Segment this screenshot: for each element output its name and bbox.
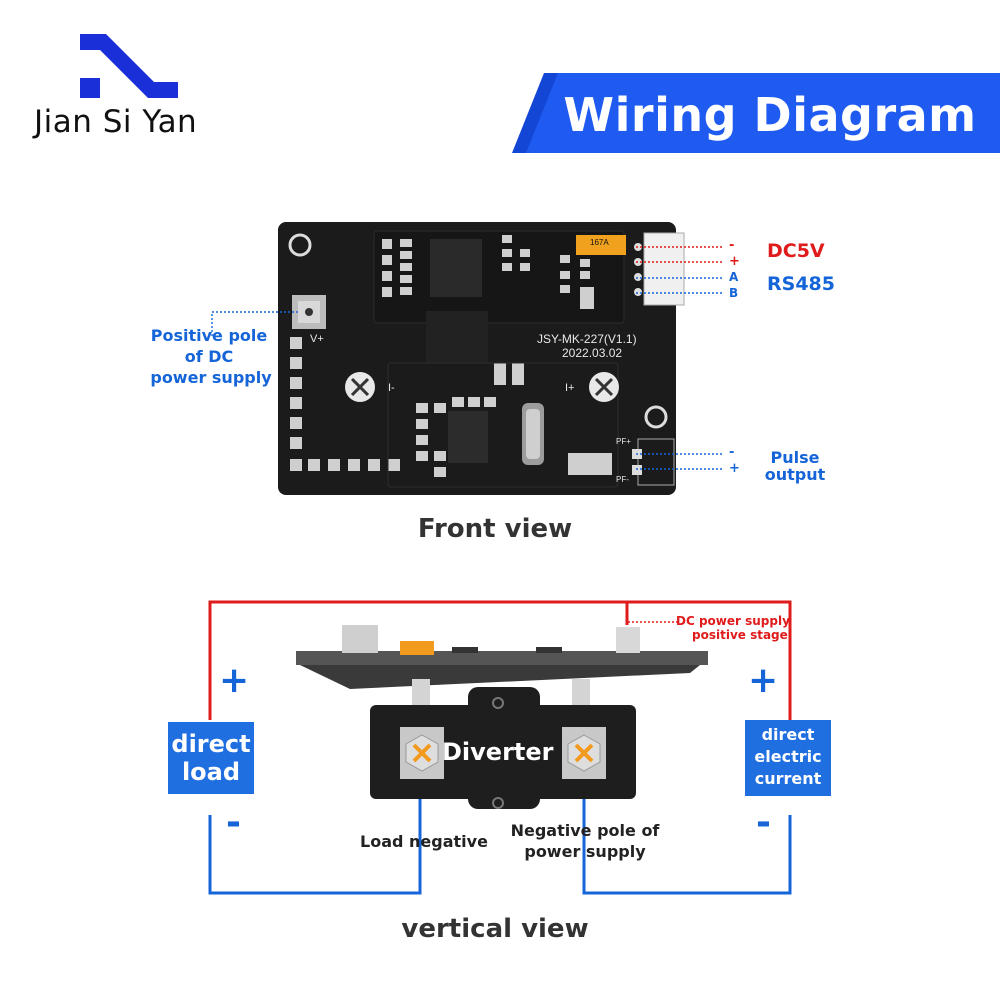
positive-pole-label-3: power supply [150, 368, 272, 387]
negative-pole-label-1: Negative pole of [510, 821, 660, 840]
title-banner [512, 73, 1000, 153]
board-date: 2022.03.02 [562, 346, 623, 360]
pin-plus: + [729, 254, 740, 269]
vertical-view-caption: vertical view [401, 914, 589, 944]
board-iminus: I- [388, 382, 395, 394]
dc-supply-label-2: positive stage [692, 628, 788, 642]
vplus-leader [211, 311, 298, 336]
direct-current-label-1: direct [761, 725, 815, 744]
right-plus-sign: + [748, 660, 779, 701]
board-model: JSY-MK-227(V1.1) [537, 332, 637, 346]
front-view-caption: Front view [417, 514, 573, 544]
direct-load-label-2: load [181, 758, 241, 786]
pulse-pin-minus: - [729, 445, 735, 460]
board-vplus: V+ [310, 333, 324, 345]
left-minus-sign: - [226, 802, 241, 843]
board-chip-label: 167A [590, 238, 609, 247]
dc5v-label: DC5V [767, 240, 825, 262]
negative-pole-label-2: power supply [524, 842, 646, 861]
left-plus-sign: + [219, 660, 250, 701]
positive-pole-label-1: Positive pole [150, 326, 268, 345]
direct-current-label-3: current [754, 769, 822, 788]
direct-load-label-1: direct [171, 730, 251, 758]
pulse-label-1: Pulse [770, 448, 820, 467]
load-negative-label: Load negative [360, 832, 488, 851]
dc-supply-leader [628, 621, 678, 623]
board-pfplus: PF+ [616, 437, 631, 446]
direct-load-box: direct load [168, 722, 254, 794]
pcb-board [278, 222, 685, 495]
pin-minus: - [729, 238, 735, 253]
diverter-label: Diverter [442, 738, 554, 766]
pin-b: B [729, 286, 739, 300]
vertical-wiring [208, 600, 792, 895]
board-pfminus: PF- [616, 475, 629, 484]
page-title: Wiring Diagram [563, 88, 977, 142]
pulse-pin-plus: + [729, 461, 740, 476]
connector-leads [636, 246, 722, 470]
direct-current-label-2: electric [754, 747, 822, 766]
brand-name: Jian Si Yan [34, 104, 198, 140]
right-minus-sign: - [756, 802, 771, 843]
pulse-label-2: output [764, 465, 826, 484]
board-iplus: I+ [565, 382, 575, 394]
brand-logo-icon [80, 34, 178, 98]
rs485-label: RS485 [767, 273, 835, 295]
positive-pole-label-2: of DC [184, 347, 234, 366]
dc-supply-label-1: DC power supply [676, 614, 790, 628]
pin-a: A [729, 270, 739, 284]
direct-current-box: direct electric current [745, 720, 831, 796]
